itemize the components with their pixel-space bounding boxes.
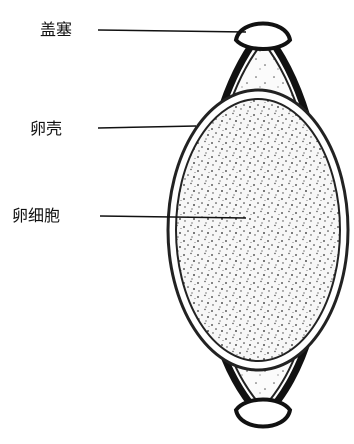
label-egg-cell: 卵细胞 [12, 206, 60, 226]
pointer-shell [98, 126, 196, 128]
membrane-inner [176, 99, 340, 361]
label-shell: 卵壳 [30, 119, 62, 139]
bottom-plug [236, 400, 290, 427]
pointer-plug [98, 30, 246, 32]
label-plug: 盖塞 [40, 20, 72, 40]
top-plug [236, 24, 290, 50]
